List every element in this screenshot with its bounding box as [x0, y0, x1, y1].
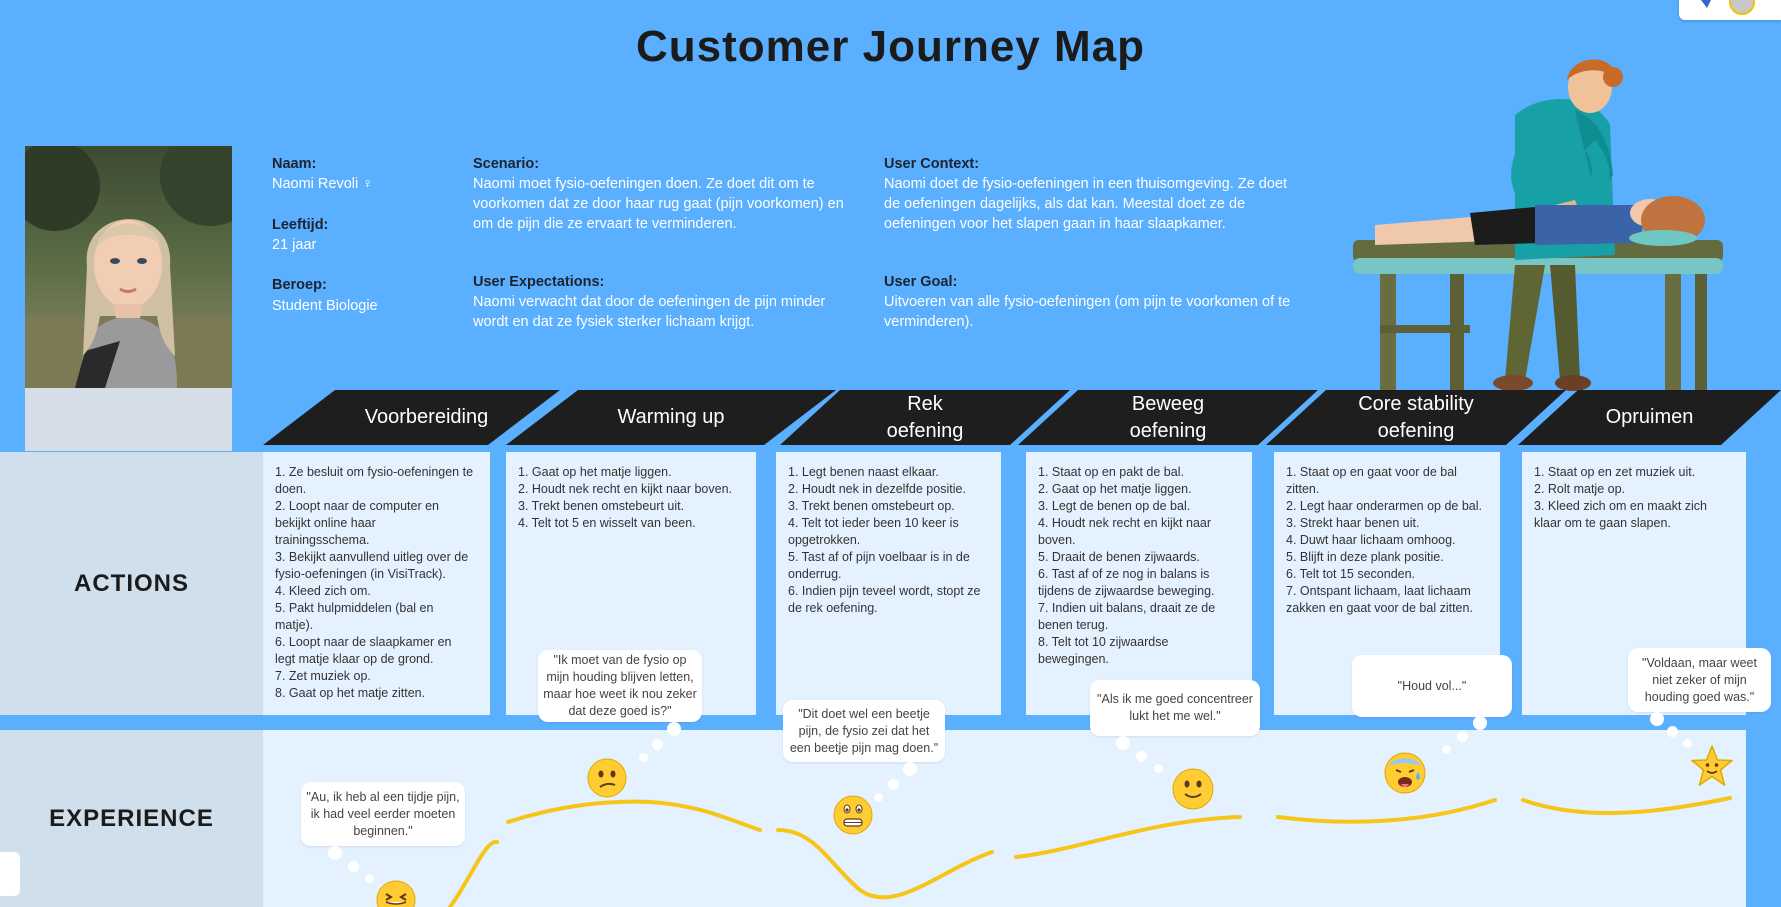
- scenario-text: Naomi moet fysio-oefeningen doen. Ze doe…: [473, 176, 844, 232]
- thought-dot: [888, 779, 899, 790]
- grimacing-face-icon: [833, 795, 873, 835]
- age-value: 21 jaar: [272, 237, 317, 253]
- thought-dot: [639, 753, 648, 762]
- thought-dot: [1683, 739, 1692, 748]
- phase-header-opruimen: Opruimen: [1518, 390, 1781, 445]
- pointer-icon: [1701, 0, 1711, 8]
- thought-dot: [667, 722, 681, 736]
- phase-header-beweeg-oefening: Beweeg oefening: [1018, 390, 1318, 445]
- thought-dot: [1457, 731, 1468, 742]
- confused-face-icon: [587, 758, 627, 798]
- thought-dot: [1650, 712, 1664, 726]
- age-label: Leeftijd:: [272, 217, 329, 233]
- user-context-text: Naomi doet de fysio-oefeningen in een th…: [884, 176, 1288, 232]
- emotion-curve: [448, 796, 1732, 907]
- thought-dot: [903, 762, 917, 776]
- slightly-smiling-face-icon: [1172, 768, 1214, 810]
- phase-header-warming-up: Warming up: [506, 390, 836, 445]
- user-goal-label: User Goal:: [884, 274, 958, 290]
- name-value: Naomi Revoli ♀: [272, 176, 374, 192]
- job-value: Student Biologie: [272, 298, 378, 314]
- job-label: Beroep:: [272, 277, 327, 293]
- thought-dot: [874, 793, 883, 802]
- grinning-squint-face-icon: [376, 880, 416, 907]
- quote-bubble-voorbereiding: "Au, ik heb al een tijdje pijn,ik had ve…: [301, 782, 465, 846]
- experience-lane: [263, 730, 1746, 907]
- phase-header-voorbereiding: Voorbereiding: [263, 390, 560, 445]
- scenario-label: Scenario:: [473, 156, 540, 172]
- user-expectations-label: User Expectations:: [473, 274, 605, 290]
- phase-header-core-stability: Core stability oefening: [1266, 390, 1566, 445]
- thought-dot: [1473, 716, 1487, 730]
- quote-bubble-core-stability: "Houd vol...": [1352, 655, 1512, 717]
- physiotherapist-massage-illustration: [1353, 59, 1723, 391]
- avatar-icon: [1729, 0, 1755, 15]
- persona-photo-frame: [25, 388, 232, 451]
- user-context-label: User Context:: [884, 156, 980, 172]
- page-title: Customer Journey Map: [636, 22, 1145, 71]
- actions-card-rek-oefening: 1. Legt benen naast elkaar.2. Houdt nek …: [776, 452, 1001, 715]
- actions-card-beweeg-oefening: 1. Staat op en pakt de bal.2. Gaat op he…: [1026, 452, 1252, 715]
- row-label-actions: ACTIONS: [0, 452, 263, 715]
- user-expectations-text: Naomi verwacht dat door de oefeningen de…: [473, 294, 826, 330]
- star-icon: [1691, 745, 1733, 786]
- thought-dot: [365, 874, 374, 883]
- side-panel-tab[interactable]: [0, 852, 20, 896]
- persona-photo: [25, 146, 232, 388]
- thought-dot: [1116, 736, 1130, 750]
- exhausted-sweat-face-icon: [1384, 752, 1426, 794]
- user-goal-text: Uitvoeren van alle fysio-oefeningen (om …: [884, 294, 1291, 330]
- thought-dot: [652, 739, 663, 750]
- phase-header-rek-oefening: Rek oefening: [780, 390, 1070, 445]
- row-label-experience: EXPERIENCE: [0, 730, 263, 907]
- thought-dot: [348, 861, 359, 872]
- thought-dot: [1154, 764, 1163, 773]
- thought-dot: [328, 846, 342, 860]
- thought-dot: [1442, 745, 1451, 754]
- name-label: Naam:: [272, 156, 317, 172]
- collaboration-toolbar[interactable]: [1679, 0, 1781, 20]
- thought-dot: [1136, 751, 1147, 762]
- thought-dot: [1667, 726, 1678, 737]
